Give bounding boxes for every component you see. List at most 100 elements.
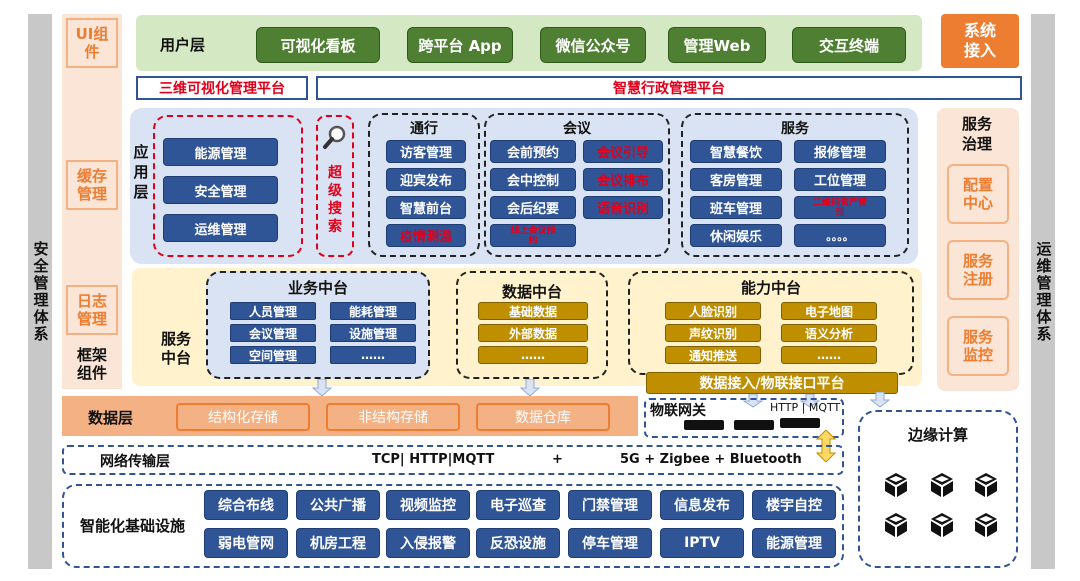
business-middle-title: 业务中台 <box>287 279 348 297</box>
speech-recognition[interactable]: 语音识别 <box>583 196 663 219</box>
app-layer-label: 应用层 <box>133 143 149 201</box>
ops-management[interactable]: 运维管理 <box>163 214 278 242</box>
external-data[interactable]: 外部数据 <box>478 324 588 342</box>
infra-item[interactable]: 信息发布 <box>660 490 744 520</box>
edge-node-icon <box>884 512 908 538</box>
meeting-group <box>484 113 670 257</box>
qr-asset-management[interactable]: 二维码资产管理 <box>794 196 886 219</box>
meeting-guide[interactable]: 会议引导 <box>583 140 663 163</box>
edge-node-icon <box>974 512 998 538</box>
visitor-management[interactable]: 访客管理 <box>386 140 466 163</box>
arrow-down-icon <box>312 379 332 397</box>
more-services[interactable]: 。。。。 <box>794 224 886 247</box>
user-item-dashboard[interactable]: 可视化看板 <box>256 27 380 63</box>
config-center[interactable]: 配置中心 <box>947 164 1009 224</box>
ability-more[interactable]: …… <box>781 346 877 364</box>
framework-component: 框架组件 <box>76 346 107 382</box>
service-middle-label: 服务中台 <box>160 330 191 367</box>
data-warehouse[interactable]: 数据仓库 <box>476 403 610 431</box>
user-item-app[interactable]: 跨平台 App <box>407 27 513 63</box>
pre-meeting-booking[interactable]: 会前预约 <box>490 140 576 163</box>
platform-3d[interactable]: 三维可视化管理平台 <box>136 76 308 100</box>
e-map[interactable]: 电子地图 <box>781 302 877 320</box>
system-access[interactable]: 系统接入 <box>941 14 1019 68</box>
infra-item[interactable]: IPTV <box>660 528 744 558</box>
notification-push[interactable]: 通知推送 <box>665 346 761 364</box>
workstation-management[interactable]: 工位管理 <box>794 168 886 191</box>
infra-item[interactable]: 弱电管网 <box>204 528 288 558</box>
iot-gateway-label: 物联网关 <box>650 403 706 419</box>
arrow-down-icon <box>800 394 820 408</box>
user-item-terminal[interactable]: 交互终端 <box>792 27 906 63</box>
infrastructure <box>62 484 844 568</box>
arrow-down-icon <box>520 379 540 397</box>
network-plus: + <box>552 452 563 467</box>
data-more[interactable]: …… <box>478 346 588 364</box>
temperature-check[interactable]: 疫情测温 <box>386 224 466 247</box>
cache-management[interactable]: 缓存管理 <box>66 160 118 210</box>
super-search-label: 超级搜索 <box>328 165 342 235</box>
in-meeting-control[interactable]: 会中控制 <box>490 168 576 191</box>
post-meeting-minutes[interactable]: 会后纪要 <box>490 196 576 219</box>
infra-item[interactable]: 能源管理 <box>752 528 836 558</box>
edge-node-icon <box>930 472 954 498</box>
ability-middle-title: 能力中台 <box>740 279 801 297</box>
facility-management[interactable]: 设施管理 <box>330 324 416 342</box>
energy-consumption[interactable]: 能耗管理 <box>330 302 416 320</box>
meeting-management[interactable]: 会议管理 <box>230 324 316 342</box>
log-management[interactable]: 日志管理 <box>66 285 118 335</box>
network-wireless: 5G + Zigbee + Bluetooth <box>620 452 802 467</box>
user-item-wechat[interactable]: 微信公众号 <box>540 27 646 63</box>
super-search-group[interactable] <box>316 115 354 257</box>
infra-item[interactable]: 入侵报警 <box>386 528 470 558</box>
infra-item[interactable]: 楼宇自控 <box>752 490 836 520</box>
data-layer-label: 数据层 <box>88 409 134 427</box>
service-monitor[interactable]: 服务监控 <box>947 316 1009 376</box>
infra-item[interactable]: 门禁管理 <box>568 490 652 520</box>
edge-computing <box>858 410 1018 568</box>
router-icon <box>684 420 724 430</box>
repair-management[interactable]: 报修管理 <box>794 140 886 163</box>
structured-storage[interactable]: 结构化存储 <box>176 403 310 431</box>
space-management[interactable]: 空间管理 <box>230 346 316 364</box>
unstructured-storage[interactable]: 非结构存储 <box>326 403 460 431</box>
voiceprint-recognition[interactable]: 声纹识别 <box>665 324 761 342</box>
edge-node-icon <box>930 512 954 538</box>
traffic-title: 通行 <box>410 121 438 137</box>
network-label: 网络传输层 <box>100 454 170 470</box>
personnel-management[interactable]: 人员管理 <box>230 302 316 320</box>
infra-item[interactable]: 机房工程 <box>296 528 380 558</box>
infra-item[interactable]: 反恐设施 <box>476 528 560 558</box>
base-data[interactable]: 基础数据 <box>478 302 588 320</box>
ui-component[interactable]: UI组件 <box>66 18 118 68</box>
iot-protocol: HTTP | MQTT <box>770 401 841 414</box>
smart-dining[interactable]: 智慧餐饮 <box>690 140 782 163</box>
shuttle-management[interactable]: 班车管理 <box>690 196 782 219</box>
infra-item[interactable]: 综合布线 <box>204 490 288 520</box>
service-gov-title: 服务治理 <box>961 115 992 153</box>
online-meeting-booking[interactable]: 线上会议预约 <box>490 224 576 247</box>
infra-item[interactable]: 停车管理 <box>568 528 652 558</box>
router-icon <box>780 418 820 428</box>
edge-label: 边缘计算 <box>907 426 968 444</box>
infra-item[interactable]: 视频监控 <box>386 490 470 520</box>
infra-item[interactable]: 公共广播 <box>296 490 380 520</box>
infra-item[interactable]: 电子巡查 <box>476 490 560 520</box>
welcome-publish[interactable]: 迎宾发布 <box>386 168 466 191</box>
business-more[interactable]: …… <box>330 346 416 364</box>
router-icon <box>734 420 774 430</box>
smart-reception[interactable]: 智慧前台 <box>386 196 466 219</box>
user-item-web[interactable]: 管理Web <box>668 27 766 63</box>
platform-admin[interactable]: 智慧行政管理平台 <box>316 76 1022 100</box>
service-register[interactable]: 服务注册 <box>947 240 1009 300</box>
semantic-analysis[interactable]: 语义分析 <box>781 324 877 342</box>
security-management[interactable]: 安全管理 <box>163 176 278 204</box>
arrow-down-icon <box>870 392 890 408</box>
meeting-arrange[interactable]: 会议排布 <box>583 168 663 191</box>
guest-room[interactable]: 客房管理 <box>690 168 782 191</box>
data-access-platform[interactable]: 数据接入/物联接口平台 <box>646 372 898 394</box>
leisure[interactable]: 休闲娱乐 <box>690 224 782 247</box>
energy-management[interactable]: 能源管理 <box>163 138 278 166</box>
face-recognition[interactable]: 人脸识别 <box>665 302 761 320</box>
data-middle <box>456 271 608 379</box>
